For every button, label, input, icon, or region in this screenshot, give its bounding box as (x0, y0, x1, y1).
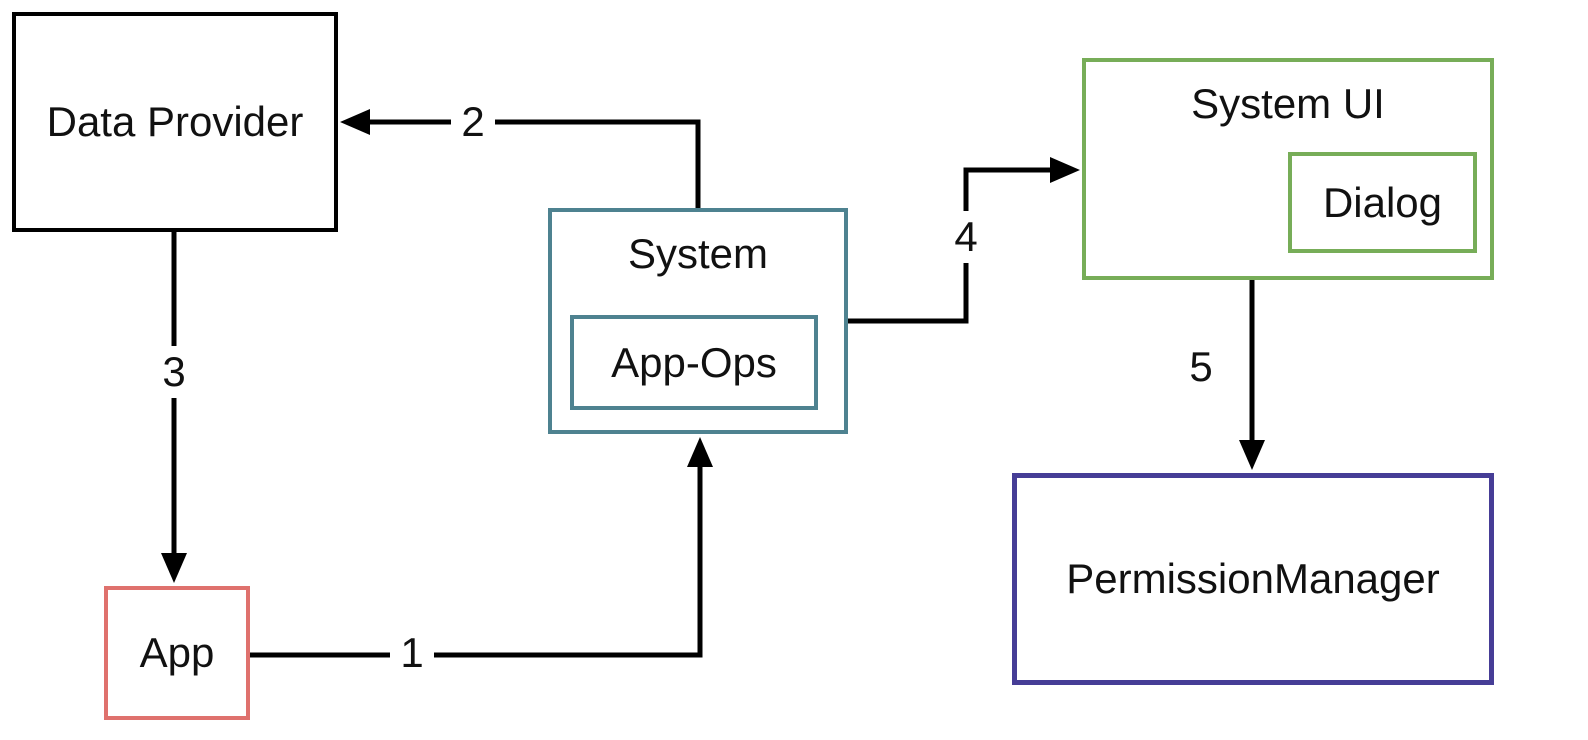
arrow-1-line (250, 462, 703, 658)
node-dialog: Dialog (1288, 152, 1477, 253)
arrow-2-line (368, 119, 701, 208)
edge-label-1: 1 (390, 627, 434, 679)
arrow-1-head (687, 437, 713, 467)
edge-label-5: 5 (1179, 341, 1223, 393)
edge-label-2: 2 (451, 96, 495, 148)
node-system-ui-label: System UI (1191, 80, 1385, 127)
node-app-label: App (139, 629, 215, 676)
arrow-2-head (340, 109, 370, 135)
node-permission-manager: PermissionManager (1012, 473, 1494, 685)
edge-label-3: 3 (152, 346, 196, 398)
node-app-ops-label: App-Ops (611, 338, 777, 386)
node-app-ops: App-Ops (570, 315, 818, 410)
node-data-provider-label: Data Provider (46, 98, 304, 145)
node-data-provider: Data Provider (12, 12, 338, 232)
arrow-3-head (161, 553, 187, 583)
node-permission-manager-label: PermissionManager (1066, 555, 1440, 602)
edge-label-4: 4 (944, 211, 988, 263)
arrow-4-head (1050, 157, 1080, 183)
node-dialog-label: Dialog (1322, 178, 1443, 226)
node-app: App (104, 586, 250, 720)
arrow-5-head (1239, 440, 1265, 470)
node-system-label: System (627, 230, 769, 277)
